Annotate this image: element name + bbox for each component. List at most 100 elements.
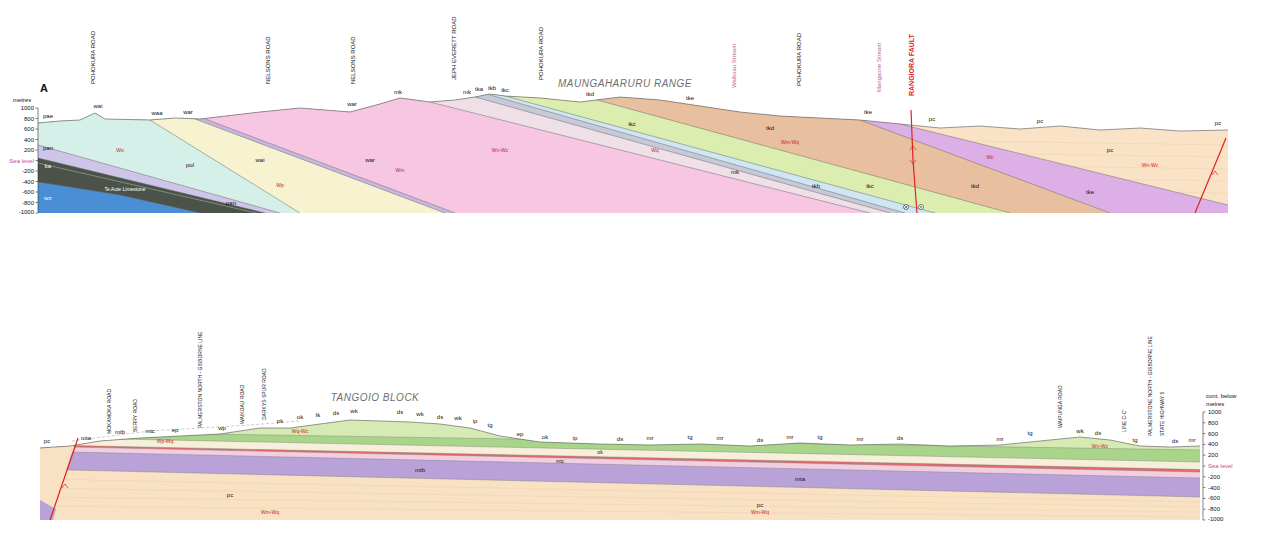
unit-label: tg — [487, 422, 492, 428]
age-label: Wm-Wq — [751, 510, 769, 515]
road-name: POHOKURA ROAD — [90, 31, 96, 84]
unit-label: waa — [151, 110, 162, 116]
axis-value: -200 — [1208, 474, 1220, 480]
unit-label: pc — [757, 502, 763, 508]
fault-symbol — [1212, 171, 1218, 175]
unit-label: pan — [226, 200, 236, 206]
axis-value: -1000 — [1208, 516, 1223, 522]
contact-line — [38, 163, 265, 215]
axis-value: 400 — [24, 137, 34, 143]
contact-line — [900, 124, 1228, 205]
road-name: DARKYS SPUR ROAD — [262, 368, 267, 420]
contact-line — [40, 451, 1200, 478]
axis-tick — [36, 129, 39, 130]
rock-unit — [38, 40, 1228, 213]
unit-label: tka — [475, 86, 483, 92]
unit-label: mtb — [415, 467, 425, 473]
unit-label: mr — [787, 434, 794, 440]
unit-label: tke — [864, 109, 872, 115]
axis-value: 1000 — [1208, 409, 1221, 415]
unit-label: ds — [757, 437, 763, 443]
axis-value: 400 — [1208, 441, 1218, 447]
unit-label: ep — [517, 431, 524, 437]
fault-name: RANGIORA FAULT — [908, 34, 915, 96]
road-name: POHOKURA ROAD — [538, 27, 544, 80]
age-label: Wq — [651, 148, 659, 153]
axis-tick — [36, 139, 39, 140]
axis-tick — [36, 150, 39, 151]
age-label: Wp — [276, 183, 284, 188]
unit-label: pan — [43, 145, 53, 151]
ground-surface — [40, 420, 1200, 448]
unit-label: pc — [1107, 147, 1113, 153]
sea-level-label: Sea level — [9, 158, 34, 164]
unit-label: tkd — [586, 91, 594, 97]
unit-label: tkc — [501, 87, 509, 93]
contact-line — [490, 95, 905, 213]
axis-value: 600 — [24, 126, 34, 132]
rock-unit — [40, 445, 1200, 520]
rock-unit — [40, 469, 1200, 520]
unit-label: mtc — [556, 459, 564, 464]
unit-label: mr — [1189, 437, 1196, 443]
unit-label: ip — [573, 435, 578, 441]
region-name: MAUNGAHARURU RANGE — [558, 79, 692, 89]
bedding-line — [40, 488, 1200, 507]
fault-symbol — [62, 484, 68, 488]
rock-unit — [40, 451, 1200, 520]
contact-line — [860, 120, 1110, 213]
unit-label: mk — [463, 89, 471, 95]
contact-line — [475, 97, 890, 213]
axis-value: -1000 — [19, 209, 34, 215]
fault-line — [50, 438, 78, 520]
fault-symbol — [904, 205, 909, 210]
stream-name: Waikoau Stream — [731, 44, 737, 88]
age-label: Wn-Wc — [1142, 163, 1158, 168]
unit-label: mr — [857, 436, 864, 442]
age-label: Wn-Wc — [1092, 444, 1108, 449]
axis-tick — [1203, 476, 1206, 477]
rock-unit — [38, 145, 280, 213]
fault-symbol — [919, 205, 924, 210]
unit-label: ka — [45, 163, 51, 169]
unit-label: ok — [542, 434, 548, 440]
unit-label: pc — [44, 438, 50, 444]
axis-value: 200 — [24, 147, 34, 153]
axis-value: 600 — [1208, 431, 1218, 437]
unit-label: lk — [316, 412, 320, 418]
unit-label: ds — [397, 409, 403, 415]
axis-value: cont. below — [1206, 393, 1236, 399]
rock-unit — [38, 40, 1110, 213]
bedding-line — [40, 506, 1200, 517]
unit-label: tg — [1027, 430, 1032, 436]
axis-tick — [36, 202, 39, 203]
rock-unit — [38, 40, 445, 213]
unit-label: tg — [687, 434, 692, 440]
road-name: LINE C-C' — [1122, 410, 1127, 432]
unit-label: ip — [473, 418, 478, 424]
rock-unit — [40, 380, 1200, 520]
unit-label: mtc — [145, 428, 155, 434]
unit-label: tkb — [488, 85, 496, 91]
contact-line — [38, 145, 280, 213]
ground-surface — [38, 94, 1228, 131]
rock-unit — [38, 40, 455, 213]
fault-symbol — [910, 146, 916, 164]
unit-label: pae — [43, 113, 53, 119]
road-name: WAIPUNGA ROAD — [1058, 385, 1063, 428]
age-label: Wo — [116, 148, 123, 153]
unit-label: mtb — [115, 429, 125, 435]
axis-tick — [36, 118, 39, 119]
age-label: Wc — [986, 155, 993, 160]
unit-label: tkd — [766, 125, 774, 131]
axis-tick — [36, 160, 39, 161]
contact-line — [40, 445, 1200, 470]
axis-tick — [36, 108, 39, 109]
age-label: Wm-Wq — [781, 140, 799, 145]
unit-label: mr — [717, 435, 724, 441]
section-letter: A — [40, 83, 48, 94]
axis-tick — [1203, 466, 1206, 467]
unit-label: tkd — [971, 183, 979, 189]
unit-label: wk — [454, 415, 461, 421]
rock-unit — [38, 40, 890, 213]
